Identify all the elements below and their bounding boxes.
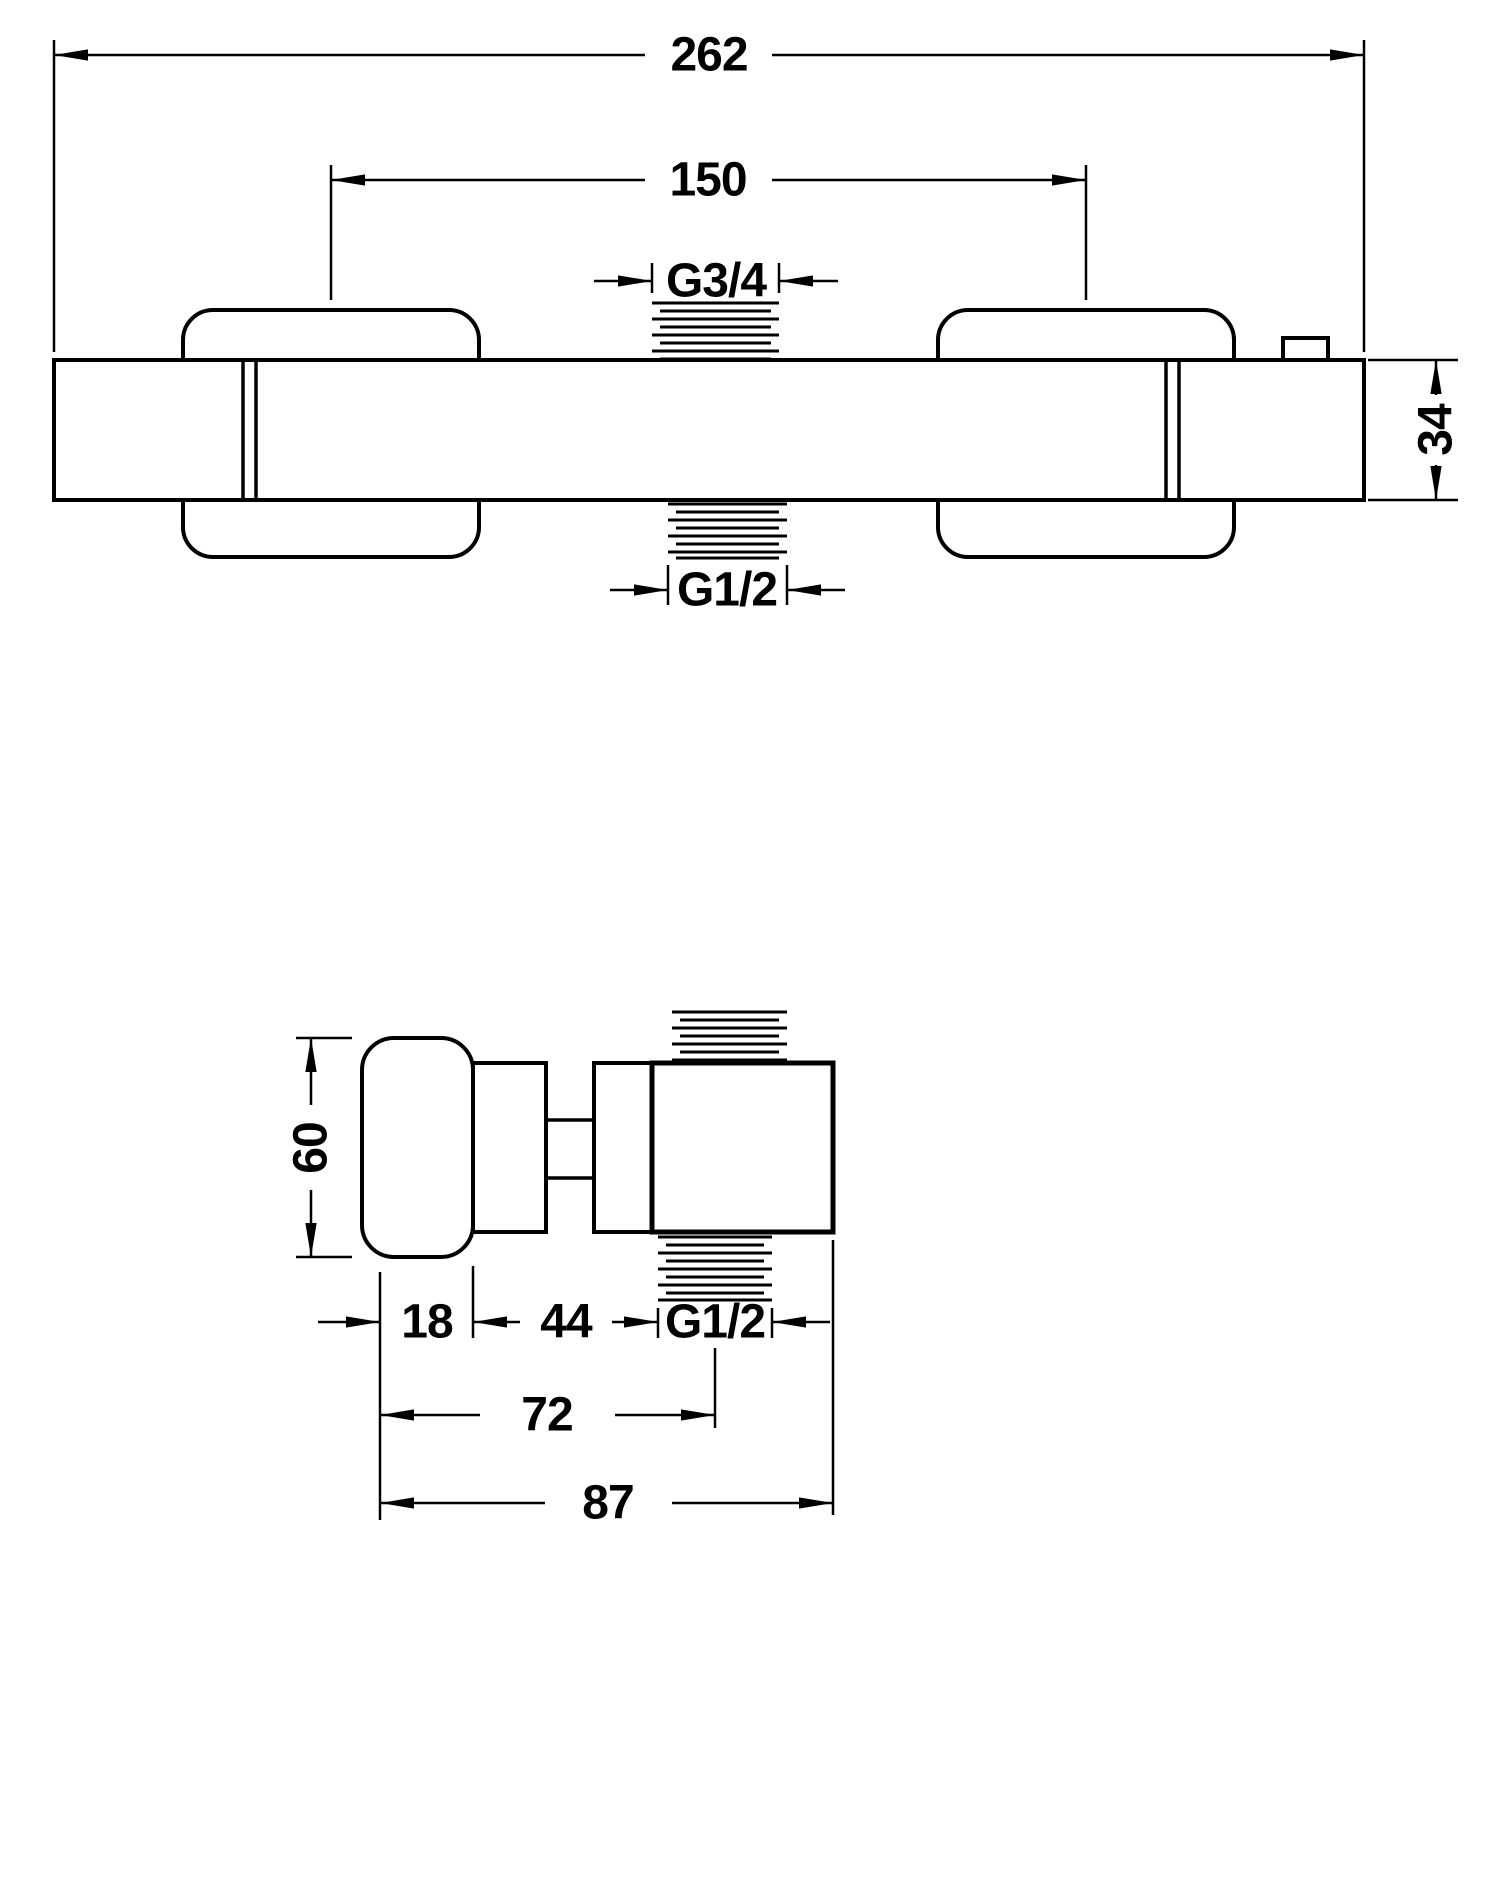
mixer-bar-body [52, 358, 1366, 502]
front-view: 262 150 G3/4 [52, 29, 1463, 617]
thread-lines [652, 301, 779, 353]
safety-button [1281, 336, 1330, 362]
thread-lines [680, 1018, 779, 1054]
dim-row-1: 18 44 G1/2 [318, 1266, 830, 1520]
dim-label-handle-to-body: 44 [540, 1296, 593, 1349]
dim-label-overall-depth: 87 [582, 1477, 633, 1530]
thread-lines [676, 510, 779, 560]
body-flange [592, 1061, 654, 1234]
dim-label-outlet-thread: G1/2 [665, 1296, 765, 1349]
side-view: 60 18 44 G1/2 72 [285, 1010, 836, 1530]
dim-label-overall-width: 262 [670, 29, 747, 82]
side-bottom-thread [658, 1235, 772, 1302]
valve-body [649, 1060, 836, 1235]
handle-neck [471, 1061, 548, 1234]
dim-handle-diameter: 60 [285, 1036, 352, 1259]
side-top-thread [672, 1010, 787, 1062]
thread-lines [666, 1243, 764, 1295]
dim-label-wall-to-outlet: 72 [521, 1389, 572, 1442]
top-thread-connector [652, 301, 779, 361]
dim-overall-width: 262 [52, 29, 1366, 352]
dim-label-connection-spacing: 150 [669, 154, 746, 207]
dim-row-3: 87 [380, 1240, 835, 1530]
thread-lines [660, 309, 771, 361]
thread-lines [672, 1010, 787, 1062]
dim-row-2: 72 [380, 1348, 717, 1442]
thread-lines [668, 502, 787, 554]
dim-bar-height: 34 [1368, 358, 1463, 502]
handle-knob [360, 1036, 475, 1259]
dim-bottom-thread: G1/2 [610, 564, 845, 617]
dim-label-bar-height: 34 [1410, 403, 1463, 456]
thread-lines [658, 1235, 772, 1302]
dim-label-handle-depth: 18 [401, 1296, 453, 1349]
dim-connection-spacing: 150 [329, 154, 1088, 300]
dim-label-bottom-thread: G1/2 [677, 564, 777, 617]
dim-label-handle-diameter: 60 [285, 1122, 338, 1173]
dim-top-thread: G3/4 [594, 255, 838, 308]
dim-label-top-thread: G3/4 [666, 255, 767, 308]
bottom-thread-outlet [668, 502, 787, 560]
